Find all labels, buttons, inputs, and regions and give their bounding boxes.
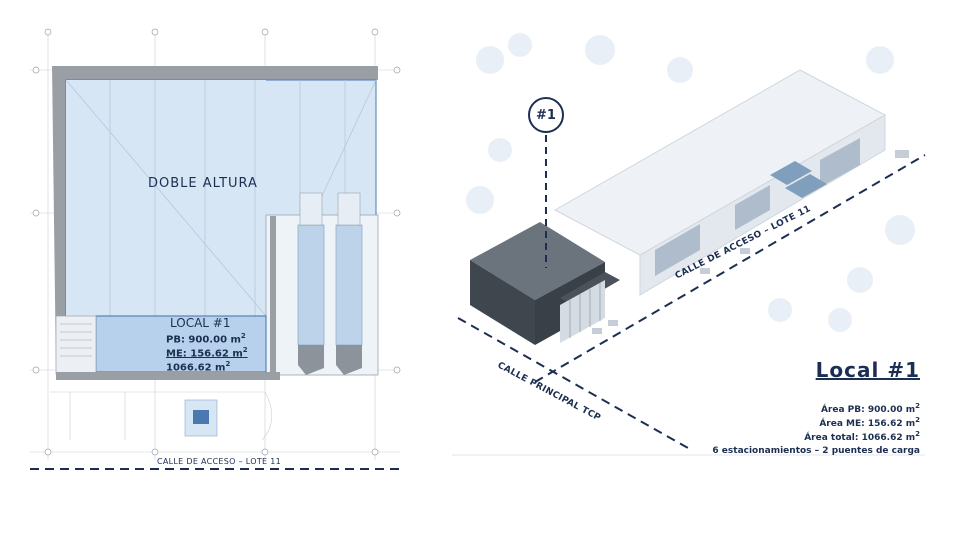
- stair-treads: [60, 323, 92, 357]
- local-marker: #1: [528, 97, 564, 133]
- info-title: Local #1: [815, 358, 920, 382]
- loading-docks: [297, 192, 363, 375]
- glazing-mullions: [569, 283, 601, 338]
- info-area-pb: Área PB: 900.00 m2: [820, 402, 920, 415]
- parked-cars: [592, 150, 909, 334]
- info-area-me: Área ME: 156.62 m2: [819, 416, 920, 429]
- local1-side: [470, 260, 535, 345]
- main-road-iso-line: [457, 317, 689, 449]
- facade-windows: [655, 138, 860, 276]
- pb-area-label: PB: 900.00 m2: [166, 332, 246, 346]
- local-marker-label: #1: [536, 107, 556, 123]
- local1-roof: [470, 222, 605, 300]
- plan-south-wall: [56, 372, 280, 380]
- mezzanine-box: [95, 315, 267, 373]
- grid-bubbles: [32, 28, 401, 456]
- stair-area: [55, 315, 97, 375]
- access-road-iso-line: [534, 154, 926, 383]
- background-trees: [466, 33, 915, 332]
- me-area-label: ME: 156.62 m2: [166, 346, 248, 360]
- iso-loading-docks: [770, 161, 827, 198]
- parking-area: [50, 391, 273, 441]
- local1-glazing: [560, 280, 605, 343]
- double-height-label: DOBLE ALTURA: [148, 176, 258, 191]
- loading-wall: [270, 216, 276, 376]
- info-area-total: Área total: 1066.62 m2: [804, 430, 920, 443]
- total-area-label: 1066.62 m2: [166, 360, 231, 374]
- plan-road-label: CALLE DE ACCESO – LOTE 11: [157, 457, 281, 466]
- local-title-label: LOCAL #1: [170, 316, 231, 330]
- roof-structure: [65, 79, 377, 317]
- info-extra: 6 estacionamientos – 2 puentes de carga: [712, 446, 920, 456]
- accessible-parking-icon: [193, 410, 209, 424]
